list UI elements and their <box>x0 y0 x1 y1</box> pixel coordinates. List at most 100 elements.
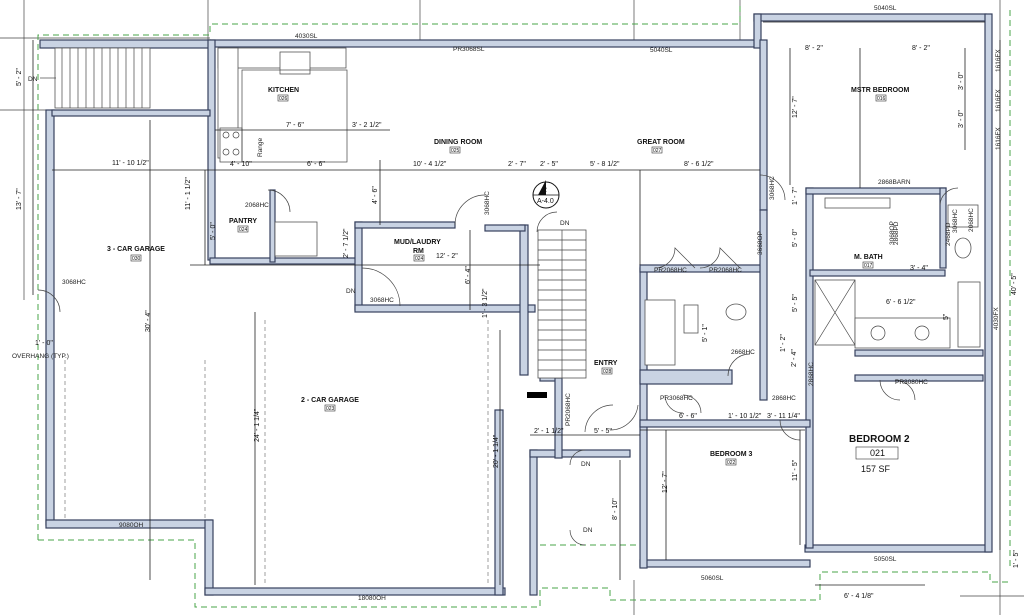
room-dining: DINING ROOM <box>434 139 482 146</box>
dn-label-5: DN <box>583 527 593 534</box>
dim-d18: 8' - 2" <box>912 45 930 52</box>
room-garage2: 2 - CAR GARAGE <box>301 397 359 404</box>
dim-d27: 24' - 1 1/4" <box>254 408 261 442</box>
exterior-walls <box>39 13 993 596</box>
interior-walls <box>51 39 984 549</box>
label-2868hc-b: 2868HC <box>808 362 815 386</box>
dim-d5: 5' - 0" <box>210 222 217 240</box>
label-5060sl: 5060SL <box>701 575 724 582</box>
dim-d22: 4' - 6" <box>372 186 379 204</box>
dim-d2: 13' - 7" <box>16 188 23 210</box>
dim-d32: 1' - 7" <box>792 187 799 205</box>
label-2868pd: 2868PD <box>893 221 900 245</box>
label-1616fx-c: 1616FX <box>995 127 1002 150</box>
dim-d20: 3' - 0" <box>958 72 965 90</box>
dim-d35: 3' - 4" <box>910 265 928 272</box>
dim-d48: 1' - 5" <box>1013 550 1020 568</box>
dim-d24: 12' - 2" <box>436 253 458 260</box>
room-mud-2: RM <box>413 248 424 255</box>
dim-d14: 2' - 5" <box>540 161 558 168</box>
dim-d45: 6' - 4 1/8" <box>844 593 874 600</box>
label-3068hc-d: 3068HC <box>769 176 776 200</box>
dim-d11: 6' - 6" <box>307 161 325 168</box>
label-pr3068hc: PR3068HC <box>660 395 693 402</box>
room-pantry: PANTRY <box>229 218 257 225</box>
door-swings <box>37 174 959 546</box>
section-marker-sheet: A-4.0 <box>537 198 554 205</box>
label-2868hc-a: 2868HC <box>772 395 796 402</box>
room-kitchen: KITCHEN <box>268 87 299 94</box>
stair-central <box>527 229 587 398</box>
overhang-label: OVERHANG (TYP.) <box>12 353 69 360</box>
section-marker: 2 A-4.0 <box>532 180 560 209</box>
label-pr3068sl: PR3068SL <box>453 46 485 53</box>
dim-d17: 8' - 2" <box>805 45 823 52</box>
label-4030fx: 4030FX <box>993 307 1000 330</box>
dim-d42: 3' - 11 1/4" <box>767 413 800 420</box>
label-pr3080hc: PR3080HC <box>895 379 928 386</box>
label-5040sl-b: 5040SL <box>874 5 897 12</box>
room-bed2-num: 021 <box>870 448 885 458</box>
dimension-lines <box>32 21 1001 586</box>
room-garage2-num: 023 <box>326 406 335 412</box>
label-2468pd: 2468PD <box>945 222 952 246</box>
dim-d38: 1' - 2" <box>780 334 787 352</box>
label-2868barn: 2868BARN <box>878 179 911 186</box>
dim-d43: 12' - 7" <box>662 471 669 493</box>
opening-labels: 4030SL PR3068SL 5040SL 5040SL 1616FX 161… <box>62 5 1002 602</box>
dim-d28: 20' - 1 1/4" <box>493 434 500 468</box>
dim-d23: 2' - 7 1/2" <box>343 228 350 258</box>
label-2668hc: 2668HC <box>731 349 755 356</box>
label-3668op: 3668OP <box>757 231 764 255</box>
dim-d8: 7' - 6" <box>286 122 304 129</box>
dn-label-2: DN <box>560 220 570 227</box>
label-1616fx-b: 1616FX <box>995 89 1002 112</box>
dim-d34: 5' - 5" <box>792 294 799 312</box>
dim-d6: 30' - 4" <box>145 310 152 332</box>
dim-d9: 3' - 2 1/2" <box>352 122 382 129</box>
label-pr2068hc-a: PR2068HC <box>654 267 687 274</box>
dim-d29: 2' - 1 1/2" <box>534 428 564 435</box>
label-4030sl: 4030SL <box>295 33 318 40</box>
dim-d4: 11' - 1 1/2" <box>185 177 192 210</box>
dn-label-1: DN <box>28 76 38 83</box>
dim-d15: 5' - 8 1/2" <box>590 161 620 168</box>
dim-d37: 5' - 1" <box>702 324 709 342</box>
label-5040sl-a: 5040SL <box>650 47 673 54</box>
room-mud-num: 024 <box>415 256 424 262</box>
room-pantry-num: 024 <box>239 227 248 233</box>
dashed-lines <box>64 320 489 585</box>
label-pr2068hc-c: PR2068HC <box>565 393 572 426</box>
foundation-outline <box>37 5 1011 608</box>
room-mud-1: MUD/LAUDRY <box>394 239 441 246</box>
room-mbath: M. BATH <box>854 254 883 261</box>
dn-label-3: DN <box>346 288 356 295</box>
label-3068op: 3068OP <box>889 221 896 245</box>
dim-d12: 10' - 4 1/2" <box>413 161 447 168</box>
room-garage3: 3 - CAR GARAGE <box>107 246 165 253</box>
dim-d46: 40' - 5" <box>1011 273 1018 295</box>
label-18080oh: 18080OH <box>358 595 386 602</box>
dim-d1: 5' - 2" <box>16 68 23 86</box>
room-bed2: BEDROOM 2 <box>849 434 910 445</box>
room-garage3-num: 030 <box>132 256 141 262</box>
dim-d47: 5" <box>943 313 950 320</box>
dim-d25: 6' - 4" <box>465 266 472 284</box>
dim-d44: 11' - 5" <box>792 459 799 481</box>
label-9080oh: 9080OH <box>119 522 144 529</box>
dim-d26: 1' - 3 1/2" <box>482 288 489 318</box>
dim-d10: 4' - 10" <box>230 161 252 168</box>
room-labels: KITCHEN 026 DINING ROOM 025 GREAT ROOM 0… <box>12 76 910 534</box>
room-mstr: MSTR BEDROOM <box>851 87 910 94</box>
room-bed3-num: 022 <box>727 460 736 466</box>
dim-d19: 12' - 7" <box>792 96 799 118</box>
dimension-labels: 5' - 2" 13' - 7" 11' - 10 1/2" 11' - 1 1… <box>16 45 1020 600</box>
label-3068hc-b: 3068HC <box>370 297 394 304</box>
label-2068hc-a: 2068HC <box>245 202 269 209</box>
dim-d40: 6' - 6" <box>679 413 697 420</box>
room-mstr-num: 016 <box>877 96 886 102</box>
dim-d21: 3' - 0" <box>958 110 965 128</box>
dim-d7: 1' - 0" <box>35 340 53 347</box>
kitchen-fixtures <box>217 47 348 257</box>
